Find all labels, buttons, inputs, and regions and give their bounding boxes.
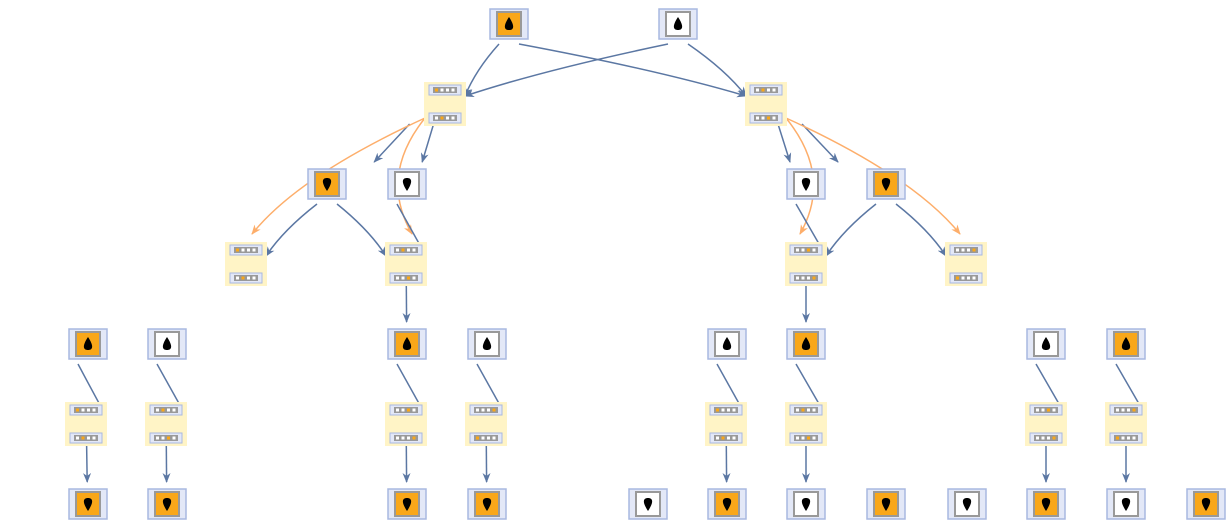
drop-icon — [1041, 337, 1051, 350]
orange-card-node[interactable] — [489, 8, 529, 40]
move-edge — [83, 443, 92, 483]
orange-card-node[interactable] — [147, 488, 187, 520]
move-edge — [464, 43, 500, 97]
drop-icon — [482, 337, 492, 350]
move-edge — [777, 123, 792, 163]
drop-icon — [722, 337, 732, 350]
state-node[interactable] — [385, 242, 427, 286]
orange-card-node[interactable] — [707, 488, 747, 520]
move-edge — [518, 43, 747, 98]
move-edge — [895, 203, 947, 257]
move-edge — [825, 203, 877, 257]
move-edge — [464, 43, 669, 97]
white-card-node[interactable] — [1026, 328, 1066, 360]
drop-icon — [504, 17, 514, 30]
state-node[interactable] — [745, 82, 787, 126]
orange-card-node[interactable] — [307, 168, 347, 200]
drop-icon — [402, 498, 412, 511]
drop-icon — [801, 178, 811, 191]
drop-icon — [83, 498, 93, 511]
state-node[interactable] — [465, 402, 507, 446]
drop-icon — [1201, 498, 1211, 511]
white-card-node[interactable] — [1106, 488, 1146, 520]
drop-icon — [1121, 337, 1131, 350]
drop-icon — [1041, 498, 1051, 511]
nodes — [65, 8, 1226, 520]
drop-icon — [162, 337, 172, 350]
white-card-node[interactable] — [387, 168, 427, 200]
state-node[interactable] — [385, 402, 427, 446]
drop-icon — [83, 337, 93, 350]
move-edge — [801, 123, 839, 163]
orange-card-node[interactable] — [866, 168, 906, 200]
state-node[interactable] — [705, 402, 747, 446]
move-edge — [687, 43, 747, 97]
white-card-node[interactable] — [707, 328, 747, 360]
orange-card-node[interactable] — [786, 328, 826, 360]
white-card-node[interactable] — [658, 8, 698, 40]
move-edge — [265, 203, 318, 257]
drop-icon — [162, 498, 172, 511]
orange-card-node[interactable] — [68, 328, 108, 360]
move-edge — [420, 123, 435, 163]
state-node[interactable] — [785, 402, 827, 446]
white-card-node[interactable] — [147, 328, 187, 360]
state-node[interactable] — [145, 402, 187, 446]
white-card-node[interactable] — [786, 168, 826, 200]
white-card-node[interactable] — [786, 488, 826, 520]
drop-icon — [402, 178, 412, 191]
drop-icon — [673, 17, 683, 30]
state-node[interactable] — [424, 82, 466, 126]
state-node[interactable] — [225, 242, 267, 286]
drop-icon — [881, 498, 891, 511]
orange-card-node[interactable] — [1026, 488, 1066, 520]
state-node[interactable] — [1025, 402, 1067, 446]
orange-card-node[interactable] — [467, 488, 507, 520]
drop-icon — [881, 178, 891, 191]
drop-icon — [722, 498, 732, 511]
state-node[interactable] — [1105, 402, 1147, 446]
drop-icon — [402, 337, 412, 350]
drop-icon — [801, 337, 811, 350]
orange-card-node[interactable] — [866, 488, 906, 520]
orange-card-node[interactable] — [1106, 328, 1146, 360]
white-card-node[interactable] — [467, 328, 507, 360]
drop-icon — [1121, 498, 1131, 511]
white-card-node[interactable] — [947, 488, 987, 520]
orange-card-node[interactable] — [1186, 488, 1226, 520]
orange-card-node[interactable] — [68, 488, 108, 520]
orange-card-node[interactable] — [387, 328, 427, 360]
drop-icon — [962, 498, 972, 511]
move-edge — [373, 123, 411, 163]
state-node[interactable] — [785, 242, 827, 286]
move-edge — [336, 203, 387, 257]
drop-icon — [322, 178, 332, 191]
drop-icon — [482, 498, 492, 511]
drop-icon — [643, 498, 653, 511]
drop-icon — [801, 498, 811, 511]
state-node[interactable] — [945, 242, 987, 286]
orange-card-node[interactable] — [387, 488, 427, 520]
state-node[interactable] — [65, 402, 107, 446]
white-card-node[interactable] — [628, 488, 668, 520]
